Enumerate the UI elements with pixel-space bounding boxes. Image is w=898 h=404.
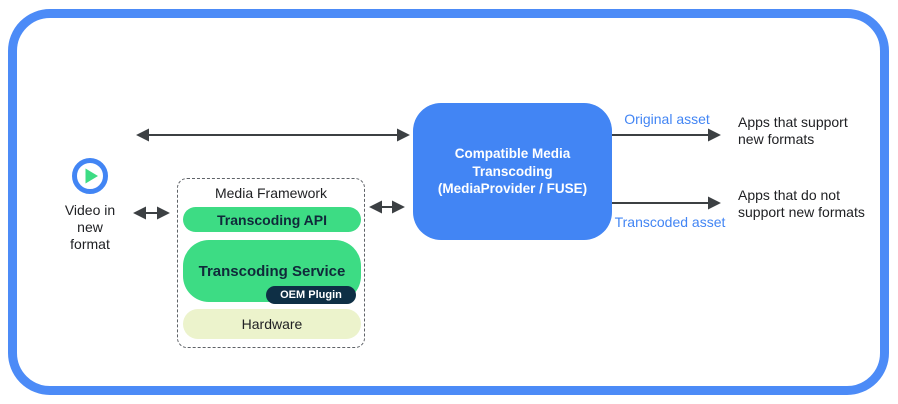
- original-asset-label: Original asset: [624, 111, 710, 127]
- diagram-frame: [8, 9, 889, 395]
- oem-plugin-pill: OEM Plugin: [266, 286, 356, 304]
- apps-no-support-label: Apps that do not support new formats: [738, 187, 865, 220]
- transcoding-api-pill: Transcoding API: [183, 207, 361, 232]
- transcoded-asset-label: Transcoded asset: [614, 214, 726, 230]
- compatible-media-transcoding-box: Compatible Media Transcoding (MediaProvi…: [413, 103, 612, 240]
- video-source-label: Video in new format: [64, 202, 116, 252]
- apps-support-label: Apps that support new formats: [738, 114, 848, 147]
- hardware-pill: Hardware: [183, 309, 361, 339]
- play-icon: [70, 156, 110, 196]
- media-framework-title: Media Framework: [214, 185, 328, 201]
